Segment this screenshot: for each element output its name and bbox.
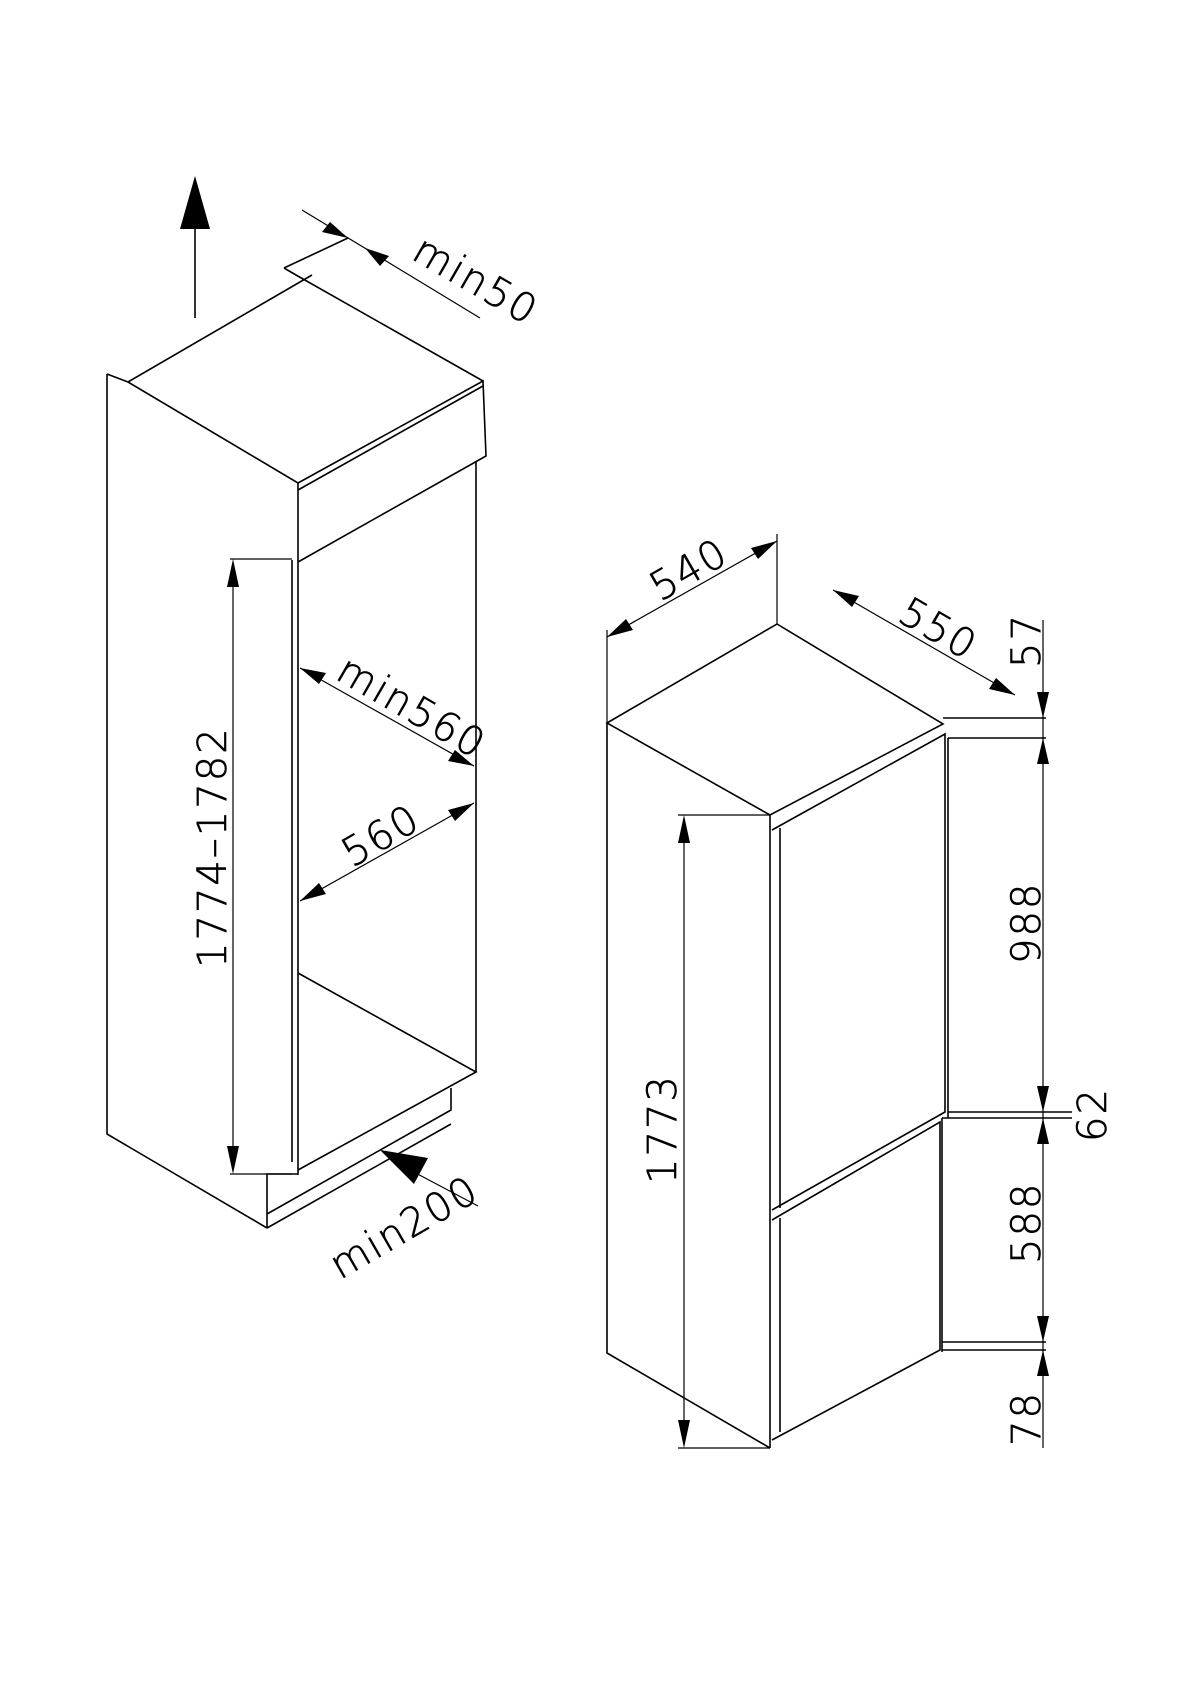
- appliance-top-face: [607, 624, 943, 815]
- top57-arrow-icon: [1037, 692, 1049, 718]
- height-arrow-top-icon: [227, 559, 239, 587]
- w540-arrow-b-icon: [751, 541, 777, 559]
- label-min200: min200: [322, 1167, 487, 1289]
- d550-arrow-a-icon: [833, 590, 859, 607]
- appliance: [607, 534, 1072, 1448]
- cabinet-side-top: [107, 374, 298, 483]
- label-588: 588: [1004, 1182, 1050, 1264]
- top-clearance-line: [284, 238, 348, 268]
- label-min560: min560: [329, 647, 494, 769]
- bottom78-arrow-icon: [1037, 1350, 1049, 1376]
- label-57: 57: [1004, 613, 1050, 668]
- cabinet-side-outline: [107, 374, 267, 1228]
- h1773-arrow-bottom-icon: [678, 1420, 690, 1448]
- door588-arrow-bottom-icon: [1037, 1316, 1049, 1342]
- clearance-arrow-b-icon: [365, 248, 389, 266]
- label-height-range: 1774–1782: [190, 726, 236, 968]
- height-arrow-bottom-icon: [227, 1146, 239, 1174]
- label-62: 62: [1070, 1087, 1116, 1142]
- opening-floor: [298, 973, 476, 1170]
- label-78: 78: [1004, 1391, 1050, 1446]
- w540-arrow-a-icon: [607, 619, 633, 637]
- d550-arrow-b-icon: [989, 678, 1015, 695]
- h1773-arrow-top-icon: [678, 815, 690, 843]
- cabinet-top-back-edge: [128, 275, 312, 382]
- appliance-left-side: [607, 723, 770, 1448]
- upper-door: [772, 734, 945, 1210]
- label-540: 540: [642, 530, 736, 611]
- label-1773: 1773: [640, 1074, 686, 1184]
- label-550: 550: [891, 589, 985, 670]
- width560-arrow-a-icon: [300, 883, 326, 901]
- door988-arrow-top-icon: [1037, 738, 1049, 764]
- door988-arrow-bottom-icon: [1037, 1086, 1049, 1112]
- door588-arrow-top-icon: [1037, 1118, 1049, 1144]
- top-rail-inner: [298, 386, 483, 490]
- label-min50: min50: [405, 227, 546, 335]
- width560-arrow-b-icon: [448, 803, 474, 821]
- top-rail-front: [298, 381, 486, 562]
- label-988: 988: [1004, 882, 1050, 964]
- label-560: 560: [334, 796, 428, 877]
- airflow-up-arrow-icon: [180, 176, 210, 229]
- lower-door: [772, 1122, 940, 1440]
- vent-arrow-icon: [380, 1150, 428, 1184]
- min560-arrow-a-icon: [300, 668, 326, 684]
